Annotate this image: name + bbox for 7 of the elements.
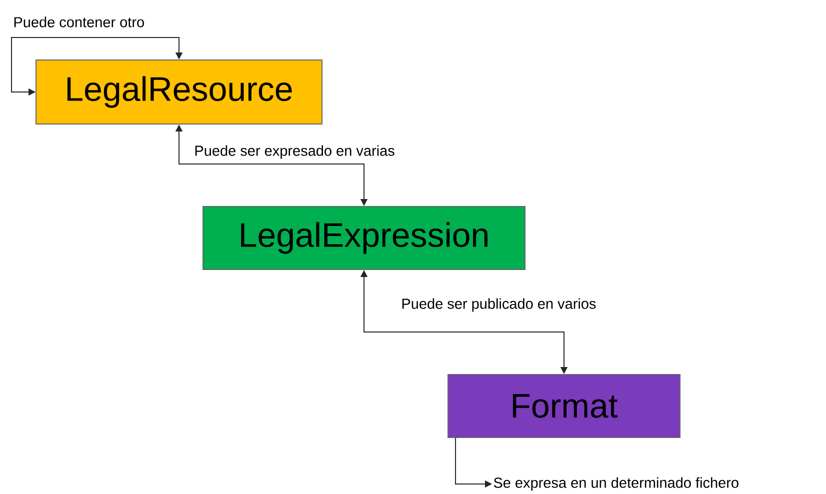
note-text: Se expresa en un determinado fichero xyxy=(494,477,738,491)
class-box: LegalResource xyxy=(36,60,322,124)
edge-label: Puede contener otro xyxy=(14,16,144,28)
class-box: Format xyxy=(448,374,680,438)
class-box: LegalExpression xyxy=(202,206,526,270)
edge-label: Puede ser expresado en varias xyxy=(195,145,394,159)
edge-label: Puede ser publicado en varios xyxy=(402,298,596,312)
